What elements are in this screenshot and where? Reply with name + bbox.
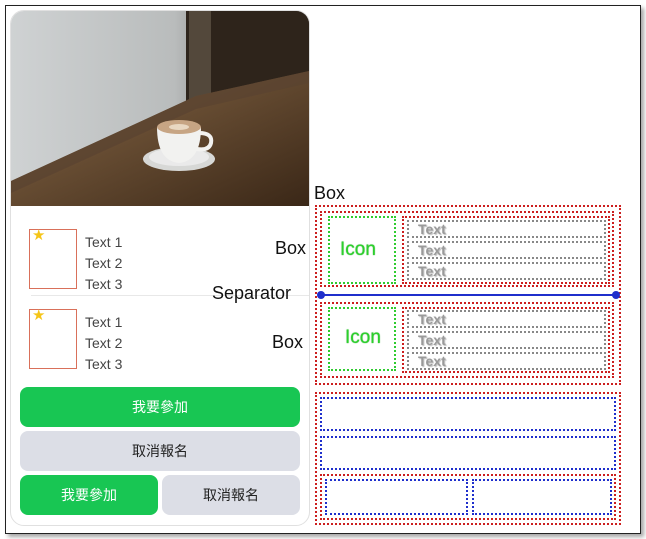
button-slot-half [325,479,468,515]
icon-label: Icon [345,327,381,348]
text-column-box [402,307,610,373]
text-slot-label: Text [418,311,446,327]
separator-line [320,294,616,296]
inner-box-2 [320,302,614,378]
item-line-1: Text 1 [85,314,123,330]
item-thumbnail: ★ [29,227,77,289]
text-slot [407,310,606,328]
separator-endpoint [612,291,620,299]
button-slot-full [320,436,616,470]
icon-label: Icon [340,239,376,260]
item-line-3: Text 3 [85,356,123,372]
item-text: Text 1 Text 2 Text 3 [85,312,122,375]
join-button[interactable]: 我要參加 [20,387,300,427]
list-item[interactable]: ★ Text 1 Text 2 Text 3 [11,216,309,296]
star-icon: ★ [32,307,46,324]
text-slot [407,220,606,238]
cancel-button-small[interactable]: 取消報名 [162,475,300,515]
label-box-1: Box [275,238,307,258]
label-separator: Separator [212,283,292,303]
event-card: ★ Text 1 Text 2 Text 3 ★ Text 1 Text 2 T… [10,10,310,526]
text-slot-label: Text [418,242,446,258]
outer-box [315,205,621,385]
text-slot [407,262,606,280]
text-slot-label: Text [418,353,446,369]
star-icon: ★ [32,227,46,244]
item-line-3: Text 3 [85,276,123,292]
item-line-2: Text 2 [85,255,123,271]
label-box-2: Box [272,332,304,352]
icon-placeholder [328,216,396,284]
text-slot [407,241,606,259]
text-column-box [402,216,610,284]
label-box-outer: Box [314,183,346,203]
icon-placeholder [328,307,396,371]
item-line-2: Text 2 [85,335,123,351]
cancel-button[interactable]: 取消報名 [20,431,300,471]
button-group-box [315,392,621,525]
button-slot-half [472,479,612,515]
item-line-1: Text 1 [85,234,123,250]
button-slot-full [320,397,616,431]
item-text: Text 1 Text 2 Text 3 [85,232,122,295]
inner-box-1 [320,211,614,287]
text-slot [407,352,606,370]
separator-endpoint [317,291,325,299]
text-slot-label: Text [418,221,446,237]
button-row-box [320,474,616,520]
text-slot-label: Text [418,263,446,279]
join-button-small[interactable]: 我要參加 [20,475,158,515]
text-slot [407,331,606,349]
list-item[interactable]: ★ Text 1 Text 2 Text 3 [11,296,309,376]
coffee-photo [11,11,309,206]
row-divider [31,295,309,296]
text-slot-label: Text [418,332,446,348]
item-thumbnail: ★ [29,307,77,369]
